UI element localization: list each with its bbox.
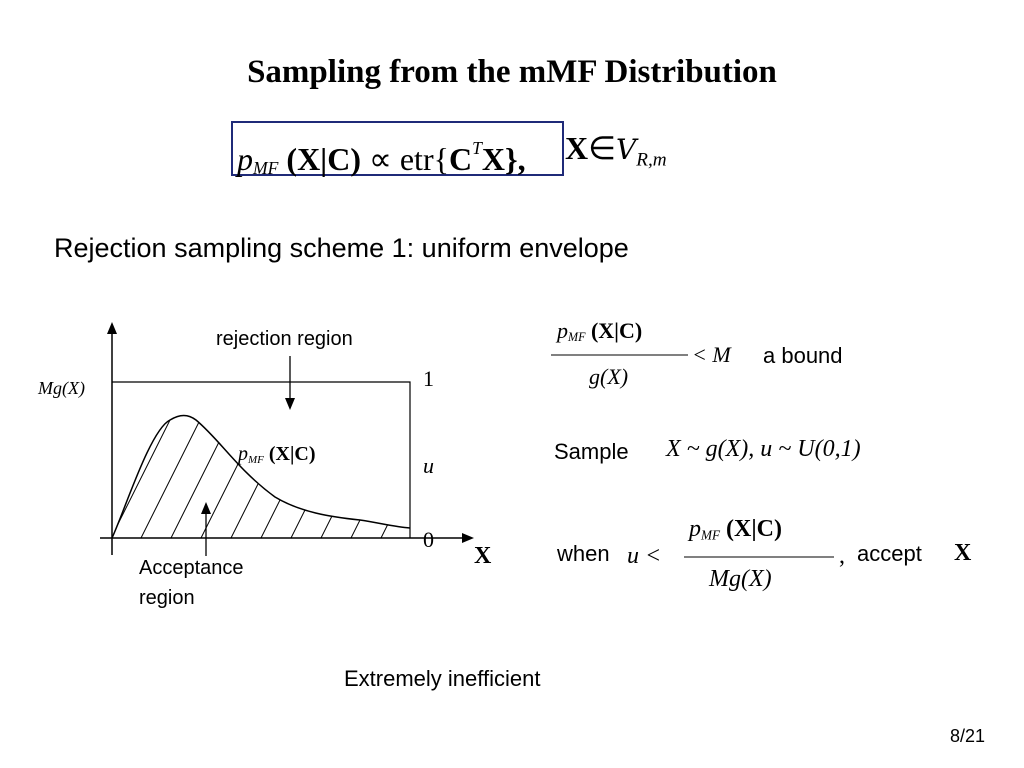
acceptance-region-label: Acceptance region [139,553,299,613]
eq-C: C [448,140,473,177]
envelope-line [112,381,411,538]
section-heading: Rejection sampling scheme 1: uniform env… [54,233,629,263]
bound-text: a bound [763,343,843,368]
density-label-p: p [238,443,248,465]
acceptance-label-line2: region [139,587,195,609]
rejection-region-label: rejection region [216,328,353,350]
acceptance-hatch [112,415,410,538]
frac1-rel: < M [692,342,731,367]
when-label: when [557,541,610,566]
density-curve [111,414,411,539]
tick-u: u [423,453,434,478]
frac2-comma: , [839,543,845,569]
accept-label: accept [857,541,922,566]
accept-x: X [954,540,972,566]
eq-prop: ∝ [368,140,392,177]
density-label-args: (X|C) [268,443,316,465]
density-label: pMF (X|C) [238,443,316,466]
frac1-num-p: p [557,318,568,343]
frac1-num-sub: MF [568,330,586,345]
tick-one: 1 [423,366,434,391]
frac2-lhs: u < [627,543,662,569]
footer-note: Extremely inefficient [344,666,541,691]
frac1-num-args: (X|C) [590,318,643,343]
sample-label: Sample [554,439,629,464]
eq-set: V [615,133,637,166]
frac2-num-args: (X|C) [726,516,782,542]
eq-p: p [237,140,253,177]
eq-X-close: X}, [481,140,526,177]
x-axis-arrow-icon [462,533,474,543]
rejection-arrow-head-icon [285,398,295,410]
eq-X: X [565,130,589,166]
eq-T: T [472,138,482,158]
main-equation: pMF (X|C) ∝ etr{CTX}, [237,130,526,186]
acceptance-arrow-head-icon [201,502,211,514]
mg-label: Mg(X) [38,378,85,398]
density-label-sub: MF [248,453,264,466]
acceptance-label-line1: Acceptance [139,557,244,579]
x-axis-label: X [474,543,492,569]
sample-equation: X ~ g(X), u ~ U(0,1) [666,436,861,462]
page-number: 8/21 [950,726,986,746]
tick-zero: 0 [423,527,434,552]
eq-p-sub: MF [253,158,279,179]
eq-in: ∈ [588,130,616,166]
y-axis-arrow-icon [107,322,117,334]
eq-set-sub: R,m [636,149,667,171]
equation-box [231,121,564,176]
frac1-den: g(X) [589,364,629,389]
frac2-num-p: p [689,516,701,542]
main-equation-tail: X∈VR,m [565,130,667,179]
page-title: Sampling from the mMF Distribution [247,54,777,90]
frac2-den: Mg(X) [709,566,772,592]
frac1-num: pMF (X|C) [557,318,642,350]
frac2-num-sub: MF [701,527,721,543]
eq-args: (X|C) [286,140,361,177]
frac2-num: pMF (X|C) [689,515,782,549]
eq-etr: etr{ [399,140,449,177]
